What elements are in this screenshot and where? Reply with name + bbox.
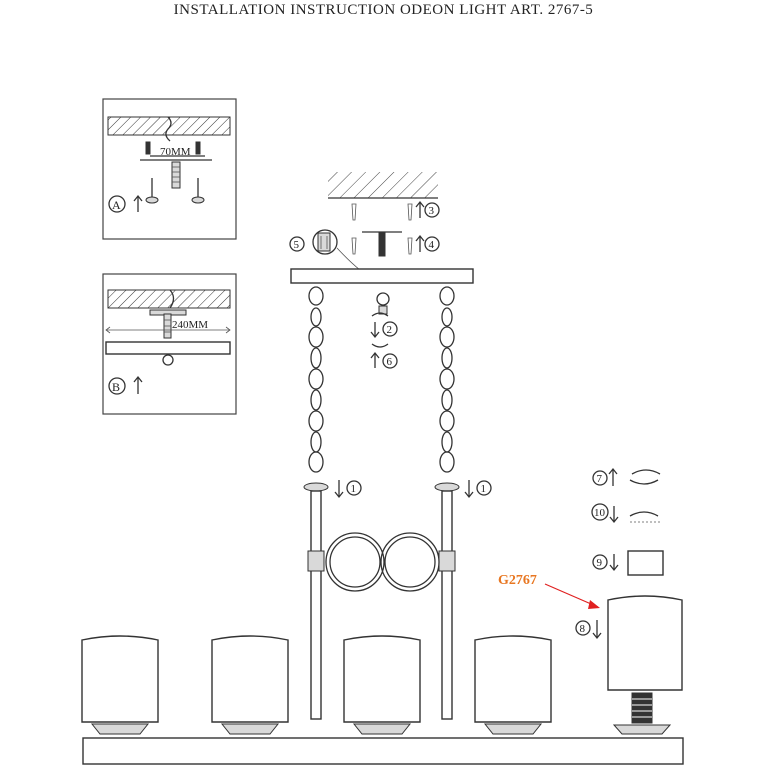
- hook-nut-icon: [303, 482, 329, 492]
- dimension-label-a: 70MM: [160, 146, 191, 158]
- glass-shade-lifted: [607, 595, 683, 735]
- part-code-label: G2767: [498, 573, 537, 588]
- step-8: 8: [575, 620, 602, 640]
- threaded-rod-icon: [171, 161, 181, 189]
- arrow-up-icon: [133, 194, 143, 212]
- step-5: 5: [289, 229, 361, 271]
- arrow-up-icon: [133, 375, 143, 394]
- center-nut: [376, 292, 390, 315]
- rod-right: [438, 490, 456, 720]
- threaded-rod-icon: [378, 231, 386, 257]
- screw-icon: [351, 203, 413, 221]
- step-number-9: 9: [597, 557, 603, 569]
- step-10: 10: [591, 503, 662, 524]
- step-number-6: 6: [387, 356, 393, 368]
- nut-icon: [162, 354, 174, 366]
- part-callout: G2767: [498, 573, 600, 609]
- panel-a: 70MM A: [102, 98, 237, 240]
- step-3: 3: [415, 200, 440, 218]
- step-number-1: 1: [351, 483, 357, 495]
- chain-left: [303, 286, 329, 492]
- step-7: 7: [592, 467, 661, 486]
- step-4: 4: [415, 234, 440, 252]
- panel-letter-a: A: [112, 198, 121, 212]
- rod-left: [307, 490, 325, 720]
- step-number-7: 7: [597, 473, 603, 485]
- step-number-2: 2: [387, 324, 393, 336]
- wire-icon: [165, 116, 172, 142]
- hook-nut-icon: [434, 482, 460, 492]
- step-9: 9: [592, 550, 664, 576]
- page-title: INSTALLATION INSTRUCTION ODEON LIGHT ART…: [173, 2, 594, 18]
- shade-ring-icon: [627, 550, 664, 576]
- step-number-3: 3: [429, 205, 435, 217]
- wire-icon: [169, 289, 175, 309]
- anchor-icon: [145, 178, 205, 204]
- glass-shade-2: [211, 635, 289, 735]
- connector-block-icon: [312, 229, 338, 255]
- canopy-bar: [290, 268, 474, 284]
- step-circle-a: [108, 195, 126, 213]
- wire-icon: [336, 247, 361, 271]
- step-number-5: 5: [294, 239, 300, 251]
- chain-right: [434, 286, 460, 492]
- panel-letter-b: B: [112, 380, 120, 394]
- step-number-4: 4: [429, 239, 435, 251]
- rotate-arrow-icon: [629, 511, 659, 517]
- rotate-arrow-icon: [371, 312, 389, 317]
- mounting-hardware: [351, 203, 413, 257]
- step-number-8: 8: [580, 623, 586, 635]
- rotate-arrow-icon: [629, 479, 659, 485]
- screw-icon: [145, 141, 201, 155]
- step-number-10: 10: [594, 507, 606, 519]
- base-bar: [82, 737, 684, 765]
- step-circle-b: [108, 377, 126, 395]
- step-1-left: 1: [334, 480, 362, 499]
- screw-icon: [351, 237, 413, 255]
- step-2: 2: [370, 312, 398, 339]
- threaded-rod-icon: [163, 313, 172, 339]
- ceiling: [328, 172, 438, 199]
- glass-shade-1: [81, 635, 159, 735]
- panel-b: 240MM B: [102, 273, 237, 415]
- rotate-arrow-icon: [371, 343, 389, 348]
- step-6: 6: [370, 343, 398, 369]
- glass-shade-3: [343, 635, 421, 735]
- glass-shade-4: [474, 635, 552, 735]
- step-1-right: 1: [464, 480, 492, 499]
- socket-icon: [631, 692, 653, 724]
- dimension-label-b: 240MM: [172, 319, 208, 331]
- step-number-1: 1: [481, 483, 487, 495]
- decorative-rings: [325, 532, 440, 592]
